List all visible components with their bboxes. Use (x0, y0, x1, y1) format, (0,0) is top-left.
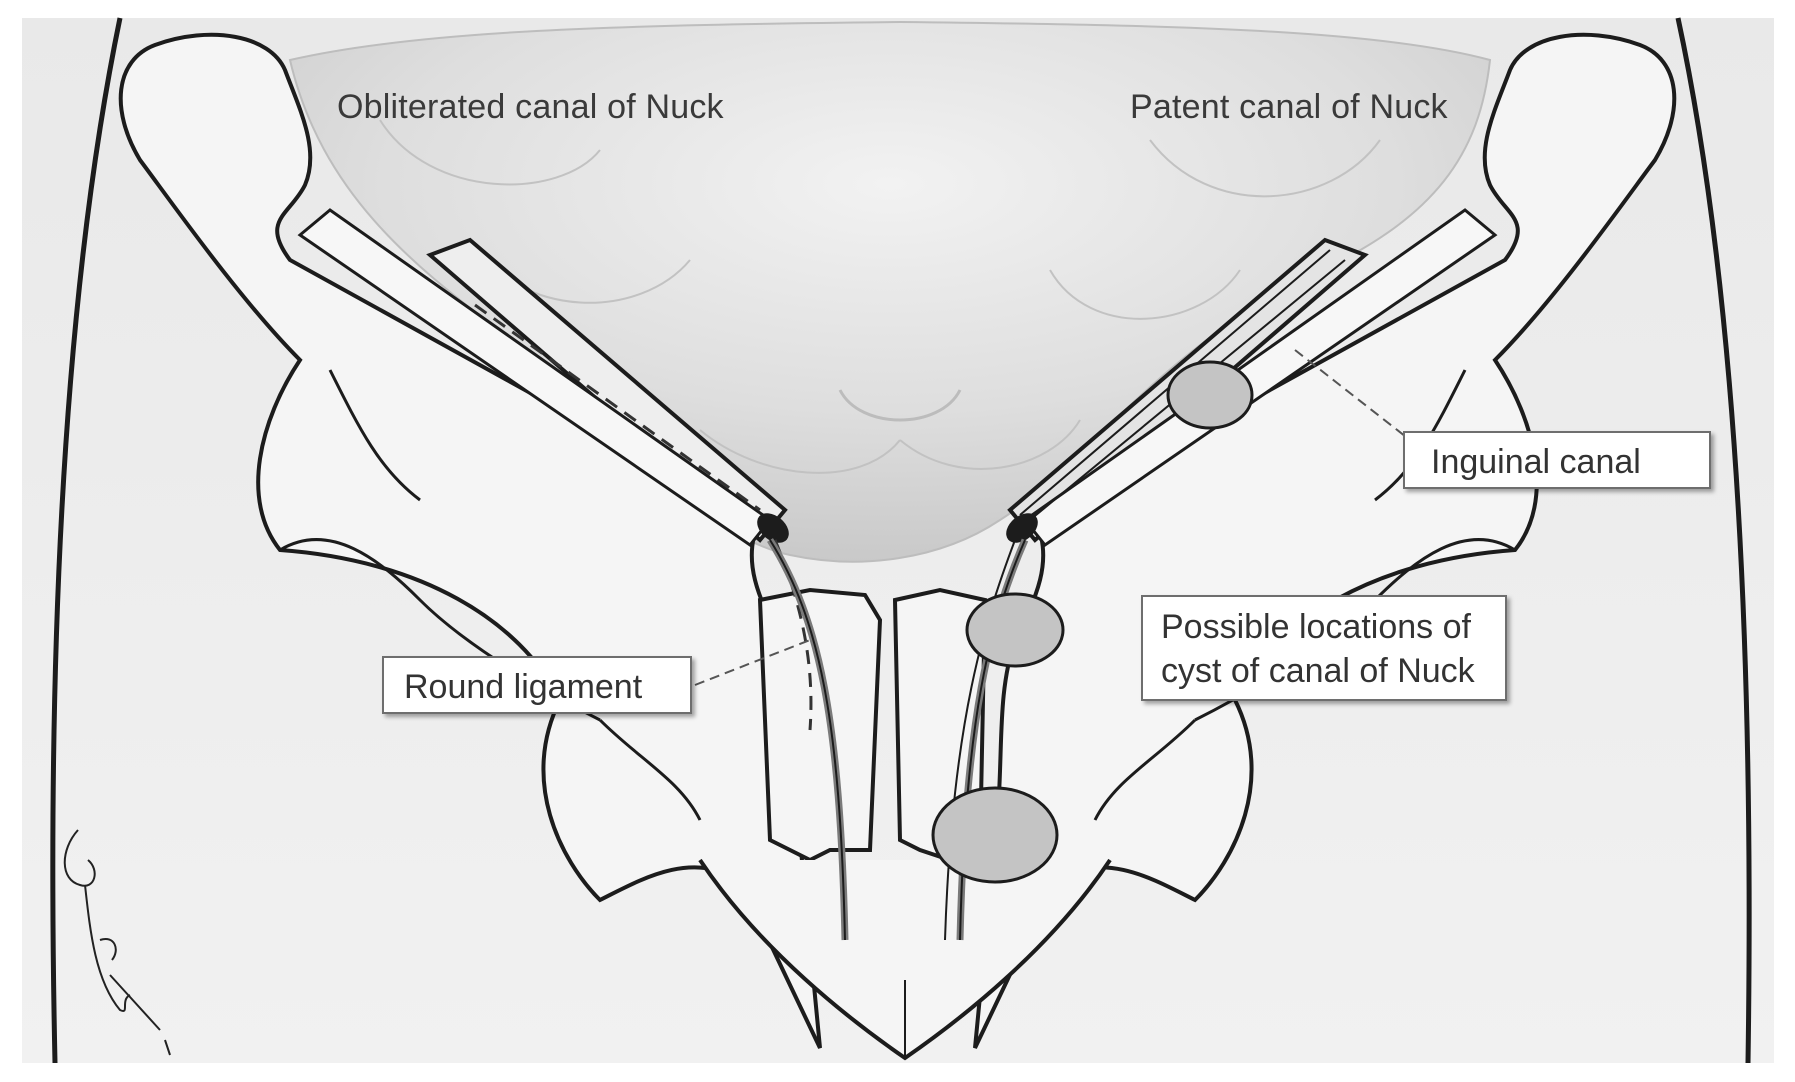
round-ligament-leader-line (694, 639, 811, 686)
left-heading: Obliterated canal of Nuck (337, 88, 724, 126)
round-ligament-callout: Round ligament (382, 656, 692, 714)
pubic-symphysis (698, 587, 1112, 1061)
cyst-labial-lower (931, 786, 1059, 884)
body-outline-left (50, 17, 123, 1064)
cyst-labial-upper (965, 592, 1065, 668)
cyst-inguinal (1166, 360, 1254, 430)
round-ligament-label: Round ligament (404, 668, 643, 706)
obliterated-canal-dashed-line (474, 303, 761, 512)
body-outline-right (1675, 17, 1752, 1064)
bowel (288, 20, 1492, 563)
cyst-locations-callout: Possible locations of cyst of canal of N… (1141, 595, 1507, 701)
cyst-locations-line1: Possible locations of (1161, 608, 1471, 646)
inguinal-leader-line (1294, 349, 1411, 441)
artist-signature (63, 829, 171, 1056)
left-hip-bone (118, 32, 822, 1049)
left-inguinal-canal (297, 208, 813, 731)
cyst-locations-line2: cyst of canal of Nuck (1161, 652, 1475, 690)
right-heading: Patent canal of Nuck (1130, 88, 1448, 126)
inguinal-canal-callout: Inguinal canal (1403, 431, 1711, 489)
inguinal-canal-label: Inguinal canal (1431, 443, 1641, 481)
